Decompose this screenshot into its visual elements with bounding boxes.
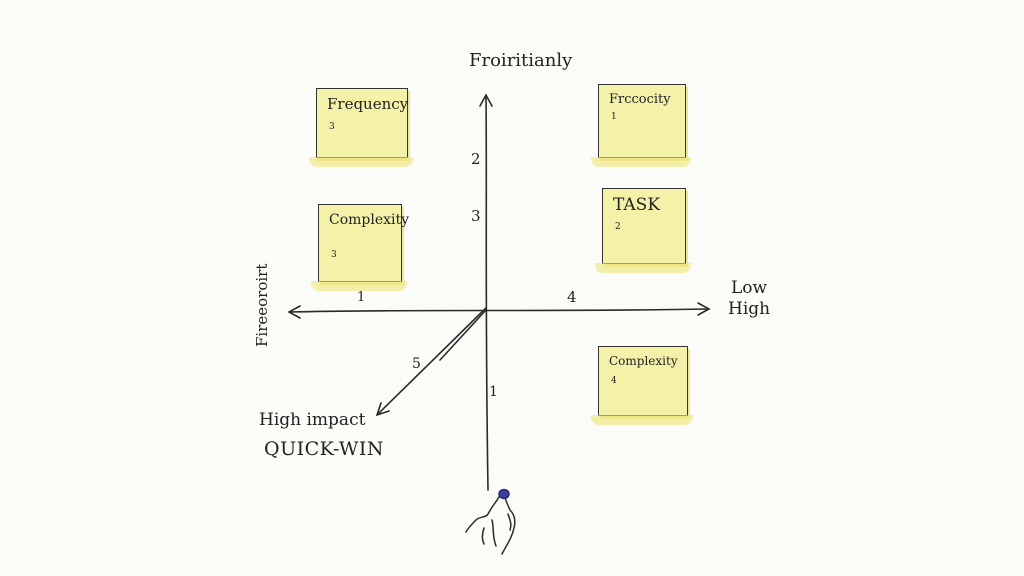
diagonal-label-high-impact: High impact (259, 410, 366, 430)
diagonal-label-quick-win: QUICK-WIN (264, 438, 384, 460)
diagonal-axis (377, 307, 487, 415)
axis-number: 1 (357, 290, 366, 305)
axis-number: 3 (471, 207, 481, 225)
axis-number: 4 (567, 288, 577, 306)
axis-number: 2 (471, 150, 481, 168)
right-axis-label-low: Low (731, 278, 768, 298)
note-number: 1 (611, 112, 617, 122)
sticky-note-frccocity: Frccocity 1 (591, 84, 691, 167)
axis-number: 1 (489, 384, 498, 400)
axis-number: 5 (412, 356, 421, 372)
note-title: Frccocity (609, 92, 671, 107)
sticky-note-task: TASK 2 (595, 188, 691, 273)
note-number: 3 (329, 122, 335, 132)
note-number: 4 (611, 376, 617, 386)
note-number: 2 (615, 222, 621, 232)
vertical-axis-arrowhead (479, 93, 493, 107)
note-number: 3 (331, 250, 337, 260)
note-title: Frequency (327, 95, 409, 113)
horizontal-axis-arrowhead-right (697, 302, 711, 316)
sticky-note-frequency: Frequency 3 (309, 88, 413, 167)
hand-pointer-icon (465, 488, 516, 555)
diagonal-axis-arrowhead (375, 402, 390, 417)
note-title: TASK (613, 195, 661, 215)
horizontal-axis-arrowhead-left (287, 305, 301, 319)
horizontal-axis (289, 308, 709, 313)
top-axis-label: Froiritianly (469, 50, 573, 71)
sticky-note-complexity-1: Complexity 3 (311, 204, 409, 291)
right-axis-label-high: High (728, 299, 771, 319)
vertical-axis (485, 95, 489, 491)
note-title: Complexity (329, 212, 410, 228)
note-title: Complexity (609, 354, 678, 368)
sticky-note-complexity-2: Complexity 4 (591, 346, 693, 425)
diagonal-axis-2 (439, 309, 487, 361)
left-axis-label: Fireeoroirt (253, 263, 271, 347)
